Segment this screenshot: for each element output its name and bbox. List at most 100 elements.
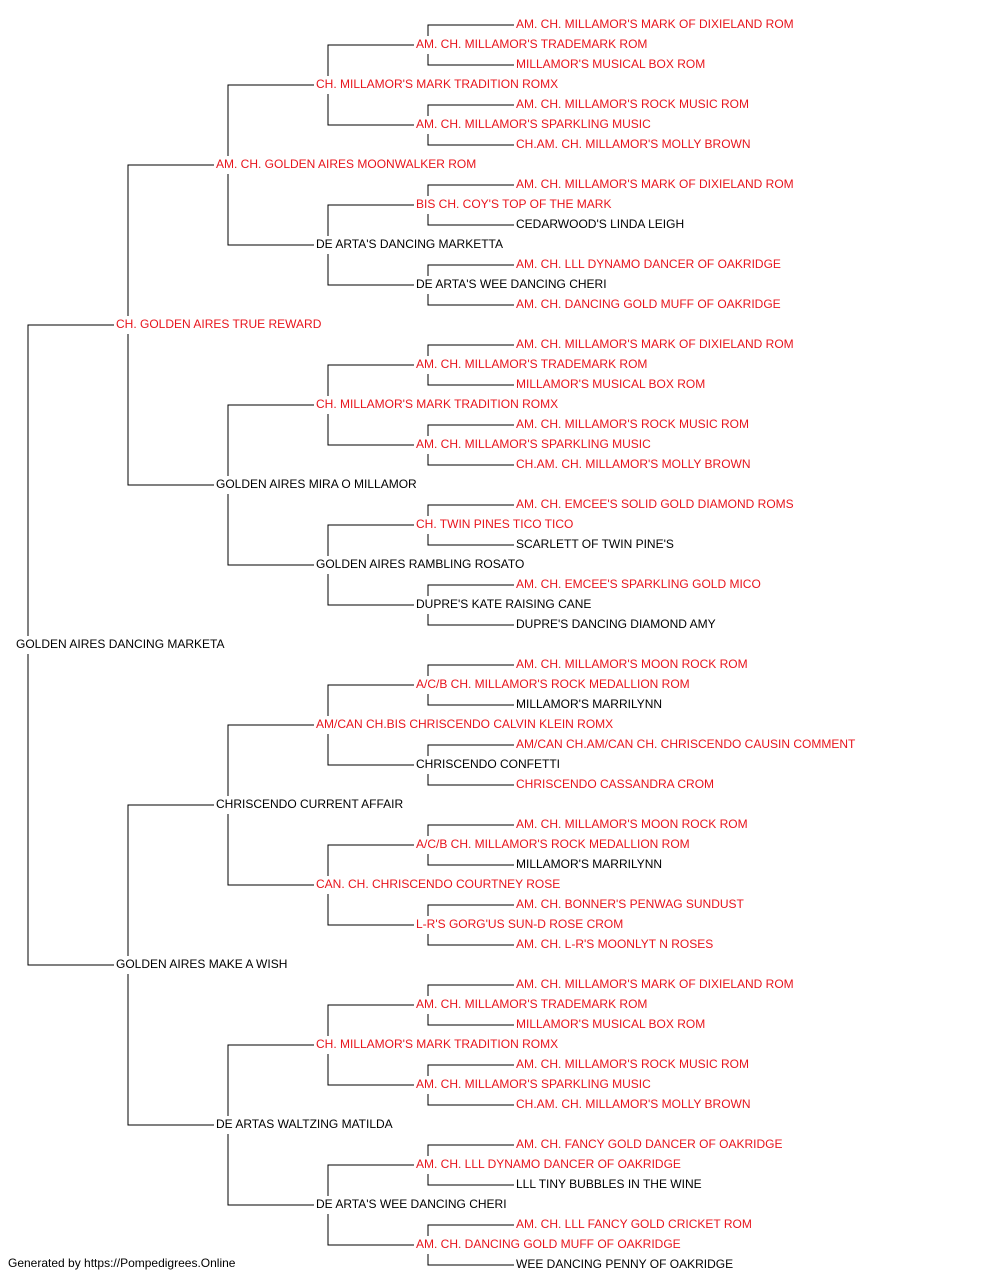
dog-name-dss: AM/CAN CH.BIS CHRISCENDO CALVIN KLEIN RO…	[316, 717, 613, 731]
connector-dddsd	[427, 1174, 514, 1186]
connector-sdss	[327, 364, 414, 396]
dog-name-s: CH. GOLDEN AIRES TRUE REWARD	[116, 317, 322, 331]
dog-name-dsssd: MILLAMOR'S MARRILYNN	[516, 697, 662, 711]
connector-sddss	[427, 504, 514, 516]
dog-name-root: GOLDEN AIRES DANCING MARKETA	[16, 637, 224, 651]
connector-dssd	[327, 734, 414, 766]
dog-name-ds: CHRISCENDO CURRENT AFFAIR	[216, 797, 403, 811]
dog-name-dssss: AM. CH. MILLAMOR'S MOON ROCK ROM	[516, 657, 748, 671]
dog-name-dsddd: AM. CH. L-R'S MOONLYT N ROSES	[516, 937, 713, 951]
connector-sssdd	[427, 134, 514, 146]
dog-name-ddddd: WEE DANCING PENNY OF OAKRIDGE	[516, 1257, 733, 1271]
dog-name-dd: DE ARTAS WALTZING MATILDA	[216, 1117, 393, 1131]
dog-name-dds: CH. MILLAMOR'S MARK TRADITION ROMX	[316, 1037, 558, 1051]
dog-name-dsd: CAN. CH. CHRISCENDO COURTNEY ROSE	[316, 877, 560, 891]
dog-name-dsds: A/C/B CH. MILLAMOR'S ROCK MEDALLION ROM	[416, 837, 690, 851]
connector-sdds	[327, 524, 414, 556]
dog-name-dssdd: CHRISCENDO CASSANDRA CROM	[516, 777, 714, 791]
connector-ddd	[227, 1134, 314, 1206]
dog-name-sssds: AM. CH. MILLAMOR'S ROCK MUSIC ROM	[516, 97, 749, 111]
dog-name-ddsds: AM. CH. MILLAMOR'S ROCK MUSIC ROM	[516, 1057, 749, 1071]
connector-dssss	[427, 664, 514, 676]
dog-name-dssd: CHRISCENDO CONFETTI	[416, 757, 560, 771]
connector-dd	[127, 974, 214, 1126]
connector-dsdss	[427, 824, 514, 836]
dog-name-ssss: AM. CH. MILLAMOR'S TRADEMARK ROM	[416, 37, 647, 51]
connector-ddsds	[427, 1064, 514, 1076]
dog-name-sdds: CH. TWIN PINES TICO TICO	[416, 517, 573, 531]
connector-ddss	[327, 1004, 414, 1036]
connector-dsdsd	[427, 854, 514, 866]
dog-name-ddd: DE ARTA'S WEE DANCING CHERI	[316, 1197, 507, 1211]
connector-dsdd	[327, 894, 414, 926]
connector-dsds	[327, 844, 414, 876]
connector-sdsss	[427, 344, 514, 356]
dog-name-ssddd: AM. CH. DANCING GOLD MUFF OF OAKRIDGE	[516, 297, 781, 311]
dog-name-dssds: AM/CAN CH.AM/CAN CH. CHRISCENDO CAUSIN C…	[516, 737, 856, 751]
connector-sssds	[427, 104, 514, 116]
connector-sddsd	[427, 534, 514, 546]
connector-sd	[127, 334, 214, 486]
dog-name-dsdsd: MILLAMOR'S MARRILYNN	[516, 857, 662, 871]
dog-name-sdsds: AM. CH. MILLAMOR'S ROCK MUSIC ROM	[516, 417, 749, 431]
connector-s	[27, 324, 114, 636]
connector-ddds	[327, 1164, 414, 1196]
connector-dsdds	[427, 904, 514, 916]
dog-name-dddd: AM. CH. DANCING GOLD MUFF OF OAKRIDGE	[416, 1237, 681, 1251]
footer-credit: Generated by https://Pompedigrees.Online	[8, 1256, 236, 1270]
dog-name-dddds: AM. CH. LLL FANCY GOLD CRICKET ROM	[516, 1217, 752, 1231]
connector-dddss	[427, 1144, 514, 1156]
connector-ssdss	[427, 184, 514, 196]
dog-name-dsss: A/C/B CH. MILLAMOR'S ROCK MEDALLION ROM	[416, 677, 690, 691]
dog-name-dddss: AM. CH. FANCY GOLD DANCER OF OAKRIDGE	[516, 1137, 782, 1151]
connector-ssssd	[427, 54, 514, 66]
connector-ssss	[327, 44, 414, 76]
connector-dsssd	[427, 694, 514, 706]
connector-ddssd	[427, 1014, 514, 1026]
connector-sdsd	[327, 414, 414, 446]
connector-ssd	[227, 174, 314, 246]
connector-dssdd	[427, 774, 514, 786]
dog-name-ssdds: AM. CH. LLL DYNAMO DANCER OF OAKRIDGE	[516, 257, 781, 271]
connector-dss	[227, 724, 314, 796]
dog-name-sddds: AM. CH. EMCEE'S SPARKLING GOLD MICO	[516, 577, 761, 591]
connector-dds	[227, 1044, 314, 1116]
dog-name-dsdss: AM. CH. MILLAMOR'S MOON ROCK ROM	[516, 817, 748, 831]
connector-sssss	[427, 24, 514, 36]
dog-name-sssd: AM. CH. MILLAMOR'S SPARKLING MUSIC	[416, 117, 651, 131]
connector-ssds	[327, 204, 414, 236]
dog-name-sd: GOLDEN AIRES MIRA O MILLAMOR	[216, 477, 417, 491]
connector-ddsss	[427, 984, 514, 996]
dog-name-sdsdd: CH.AM. CH. MILLAMOR'S MOLLY BROWN	[516, 457, 751, 471]
connector-ss	[127, 164, 214, 316]
connector-d	[27, 654, 114, 966]
dog-name-sssss: AM. CH. MILLAMOR'S MARK OF DIXIELAND ROM	[516, 17, 794, 31]
dog-name-sds: CH. MILLAMOR'S MARK TRADITION ROMX	[316, 397, 558, 411]
connector-ddsdd	[427, 1094, 514, 1106]
dog-name-sdddd: DUPRE'S DANCING DIAMOND AMY	[516, 617, 716, 631]
dog-name-ssd: DE ARTA'S DANCING MARKETTA	[316, 237, 503, 251]
connector-sssd	[327, 94, 414, 126]
connector-dssds	[427, 744, 514, 756]
dog-name-sdssd: MILLAMOR'S MUSICAL BOX ROM	[516, 377, 705, 391]
dog-name-d: GOLDEN AIRES MAKE A WISH	[116, 957, 287, 971]
connector-ssddd	[427, 294, 514, 306]
dog-name-sdsss: AM. CH. MILLAMOR'S MARK OF DIXIELAND ROM	[516, 337, 794, 351]
dog-name-dddsd: LLL TINY BUBBLES IN THE WINE	[516, 1177, 702, 1191]
connector-dsddd	[427, 934, 514, 946]
connector-sdsds	[427, 424, 514, 436]
dog-name-dsdd: L-R'S GORG'US SUN-D ROSE CROM	[416, 917, 623, 931]
dog-name-ssssd: MILLAMOR'S MUSICAL BOX ROM	[516, 57, 705, 71]
dog-name-sssdd: CH.AM. CH. MILLAMOR'S MOLLY BROWN	[516, 137, 751, 151]
connector-sdsdd	[427, 454, 514, 466]
dog-name-ssdsd: CEDARWOOD'S LINDA LEIGH	[516, 217, 684, 231]
dog-name-sdss: AM. CH. MILLAMOR'S TRADEMARK ROM	[416, 357, 647, 371]
connector-ddddd	[427, 1254, 514, 1266]
dog-name-ssds: BIS CH. COY'S TOP OF THE MARK	[416, 197, 611, 211]
dog-name-ddssd: MILLAMOR'S MUSICAL BOX ROM	[516, 1017, 705, 1031]
dog-name-dsdds: AM. CH. BONNER'S PENWAG SUNDUST	[516, 897, 745, 911]
dog-name-ddds: AM. CH. LLL DYNAMO DANCER OF OAKRIDGE	[416, 1157, 681, 1171]
dog-name-sddsd: SCARLETT OF TWIN PINE'S	[516, 537, 674, 551]
connector-sss	[227, 84, 314, 156]
